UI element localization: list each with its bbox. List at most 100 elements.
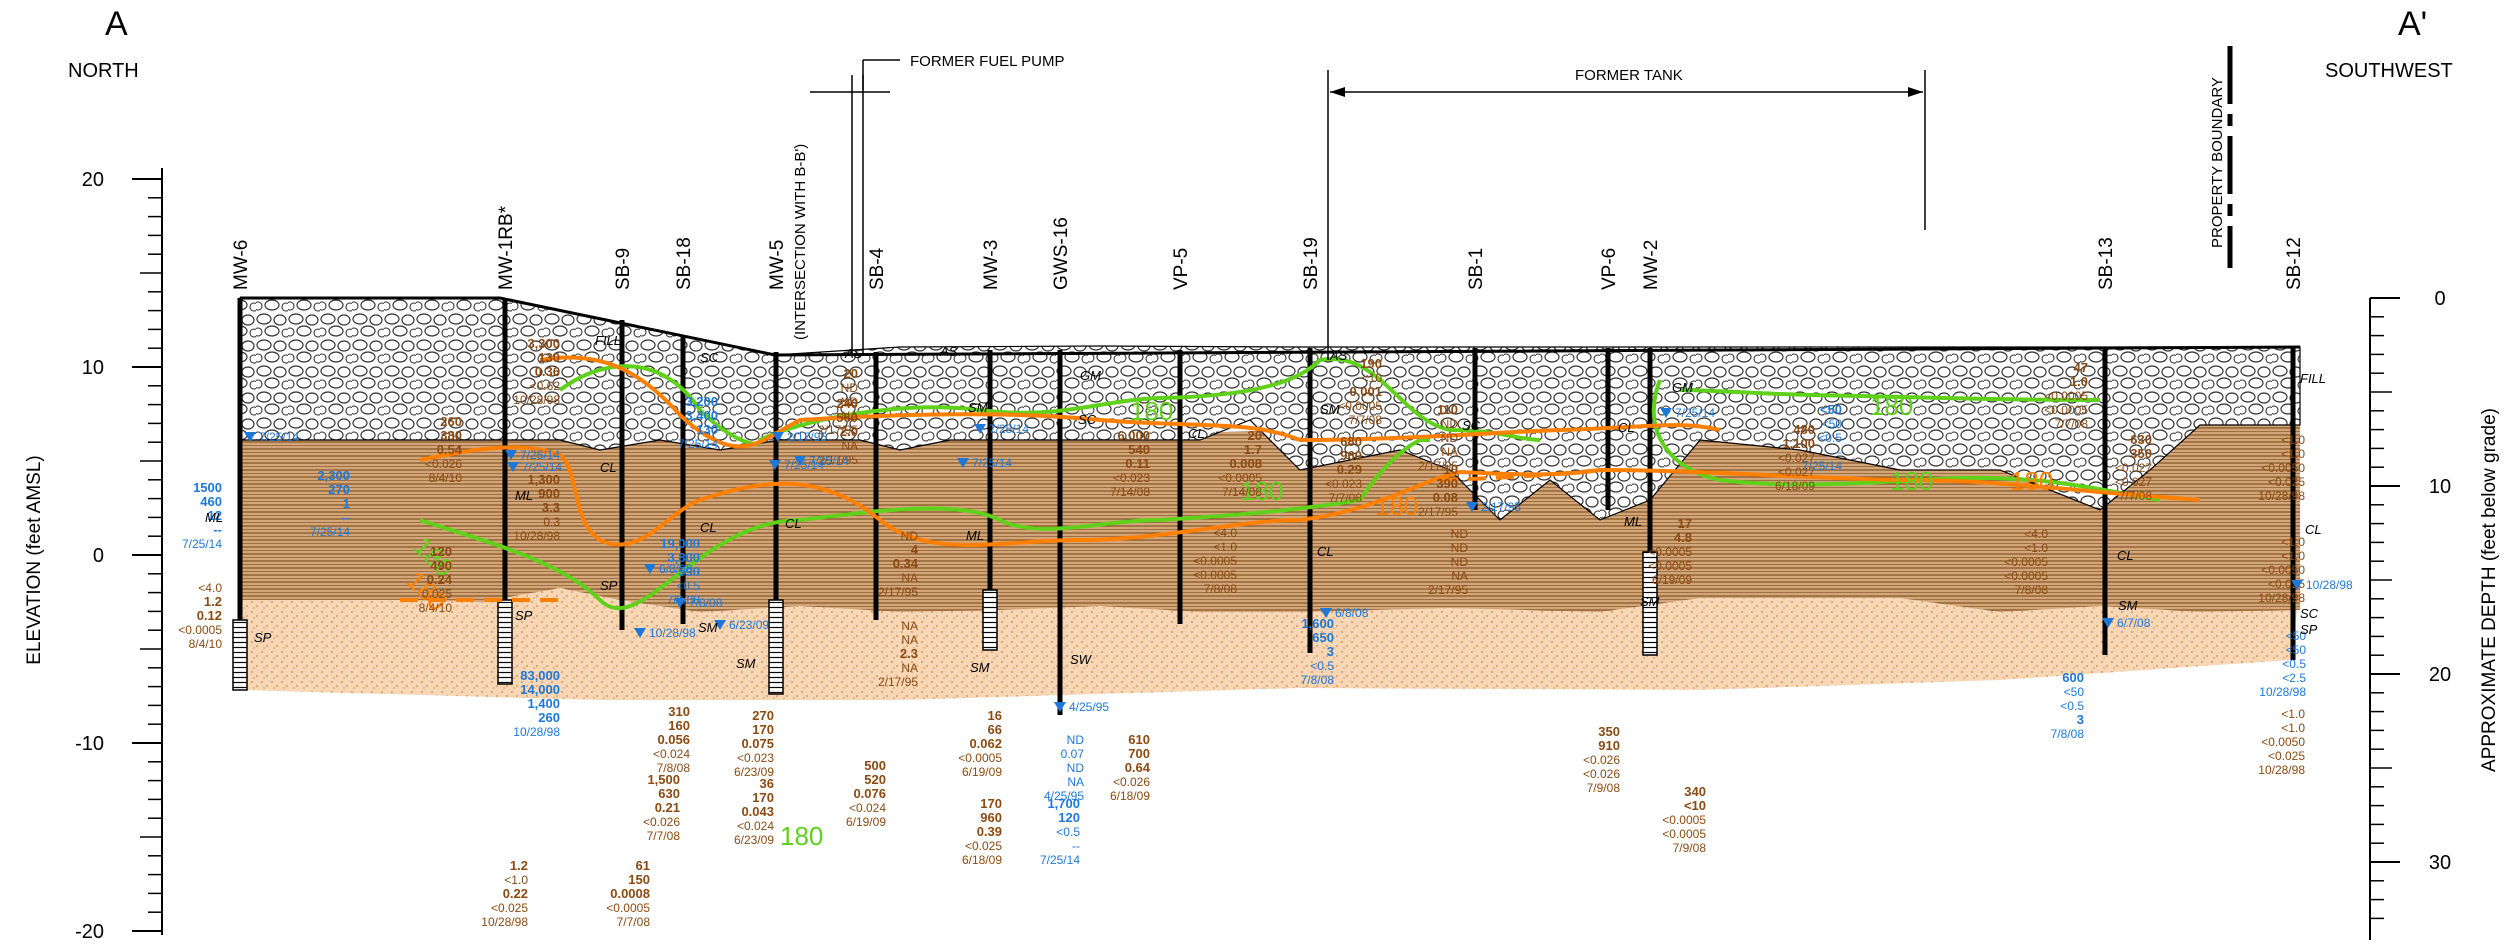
sample-value: 590: [678, 564, 700, 579]
sample-value: 7/8/08: [2051, 727, 2085, 741]
boring-sb-18: SB-18: [674, 237, 695, 624]
sample-value: 0.22: [503, 886, 528, 901]
water-level-marker: 7/25/14: [244, 430, 299, 444]
sample-value: 1,700: [1047, 796, 1080, 811]
elevation-axis-label: ELEVATION (feet AMSL): [24, 455, 45, 664]
soil-code-ml: ML: [966, 528, 984, 543]
sample-value: 12: [208, 508, 222, 523]
soil-code-cl: CL: [1188, 426, 1205, 441]
sample-value: 0.34: [893, 556, 919, 571]
sample-value: 7/7/08: [2055, 417, 2089, 431]
sample-value: 2/17/95: [818, 423, 858, 437]
boring-label: SB-1: [1466, 248, 1487, 290]
sample-value: 310: [668, 704, 690, 719]
sample-value: <0.5: [2282, 657, 2306, 671]
sample-value: 340: [1684, 784, 1706, 799]
soil-code-ml: ML: [1624, 514, 1642, 529]
soil-code-sp: SP: [254, 630, 272, 645]
soil-code-as: AS: [844, 346, 863, 361]
water-level-date: 7/25/14: [972, 456, 1012, 470]
green-contour-main: [419, 438, 1430, 610]
sample-value: 8/4/10: [419, 601, 453, 615]
sample-value: 10/28/98: [513, 529, 560, 543]
water-level-marker: 7/25/14: [957, 456, 1012, 470]
sample-value: 7/9/08: [1587, 781, 1621, 795]
boring-sb-4: SB-4: [867, 247, 888, 620]
sample-value: ND: [841, 381, 859, 395]
sample-value: ND: [1441, 431, 1459, 445]
orange-contour-upper: [539, 355, 1721, 449]
water-level-date: 6/7/08: [2117, 616, 2151, 630]
sample-value: 3: [1327, 644, 1334, 659]
boring-mw-2: MW-2: [1641, 240, 1662, 656]
sample-value: 0.062: [969, 736, 1002, 751]
sample-value: <0.027: [2115, 475, 2152, 489]
soil-code-sm: SM: [1320, 402, 1340, 417]
sample-value: 130: [538, 350, 560, 365]
soil-code-ml: ML: [205, 510, 223, 525]
boring-label: VP-6: [1599, 248, 1620, 290]
soil-code-sm: SM: [2118, 598, 2138, 613]
boring-label: SB-12: [2284, 237, 2305, 290]
water-level-marker: 6/8/08: [644, 562, 693, 576]
soil-layers: [239, 296, 2301, 700]
sample-value: 0.08: [1433, 490, 1458, 505]
sample-value: --: [1072, 839, 1080, 853]
sample-value: 0.076: [853, 786, 886, 801]
soil-code-sp: SP: [515, 608, 533, 623]
sample-value: 460: [200, 494, 222, 509]
boring-mw-6: MW-6: [231, 240, 252, 691]
sample-value: 7/8/08: [1204, 582, 1238, 596]
sample-value: 190: [1360, 356, 1382, 371]
sample-value: ND: [1451, 527, 1469, 541]
sample-value: 10/28/98: [513, 393, 560, 407]
sample-value: <0.024: [737, 819, 774, 833]
sample-value: <0.0005: [1193, 554, 1237, 568]
boring-label: MW-6: [231, 240, 252, 290]
sample-value: 0.12: [197, 608, 222, 623]
sample-value: 1,300: [527, 472, 560, 487]
sample-value: 7/7/08: [2119, 489, 2153, 503]
sample-value: 16: [988, 708, 1002, 723]
sample-value: 7/7/08: [1349, 413, 1383, 427]
sample-value: 7/25/14: [310, 525, 350, 539]
sample-value: 170: [752, 722, 774, 737]
sample-value: <1.0: [2281, 721, 2305, 735]
sample-value: 910: [1598, 738, 1620, 753]
sample-value: 380: [440, 428, 462, 443]
sample-value: <0.0005: [1338, 399, 1382, 413]
sample-value: 20: [844, 366, 858, 381]
sample-value: <10: [1684, 798, 1706, 813]
well-screen: [768, 599, 784, 695]
water-level-marker: 6/23/09: [714, 618, 769, 632]
sample-value: 2/17/95: [878, 675, 918, 689]
sample-value: 110: [1437, 402, 1458, 417]
sample-value: NA: [1067, 775, 1084, 789]
sample-value: 0.24: [427, 572, 453, 587]
sample-value: 0.3: [543, 515, 560, 529]
water-level-date: 7/25/14: [809, 454, 849, 468]
water-level-date: 7/25/14: [259, 430, 299, 444]
sample-value: <0.0005: [1648, 545, 1692, 559]
sample-value: 260: [440, 414, 462, 429]
water-level-icon: [794, 456, 806, 466]
sample-result-block: 600<50<0.537/8/08: [2051, 670, 2085, 741]
sample-value: <1.0: [2281, 535, 2305, 549]
sample-value: 1,500: [647, 772, 680, 787]
well-screen: [497, 599, 513, 685]
water-level-icon: [772, 432, 784, 442]
sample-value: 6/18/09: [1775, 479, 1815, 493]
boring-sb-12: SB-12: [2284, 237, 2305, 660]
